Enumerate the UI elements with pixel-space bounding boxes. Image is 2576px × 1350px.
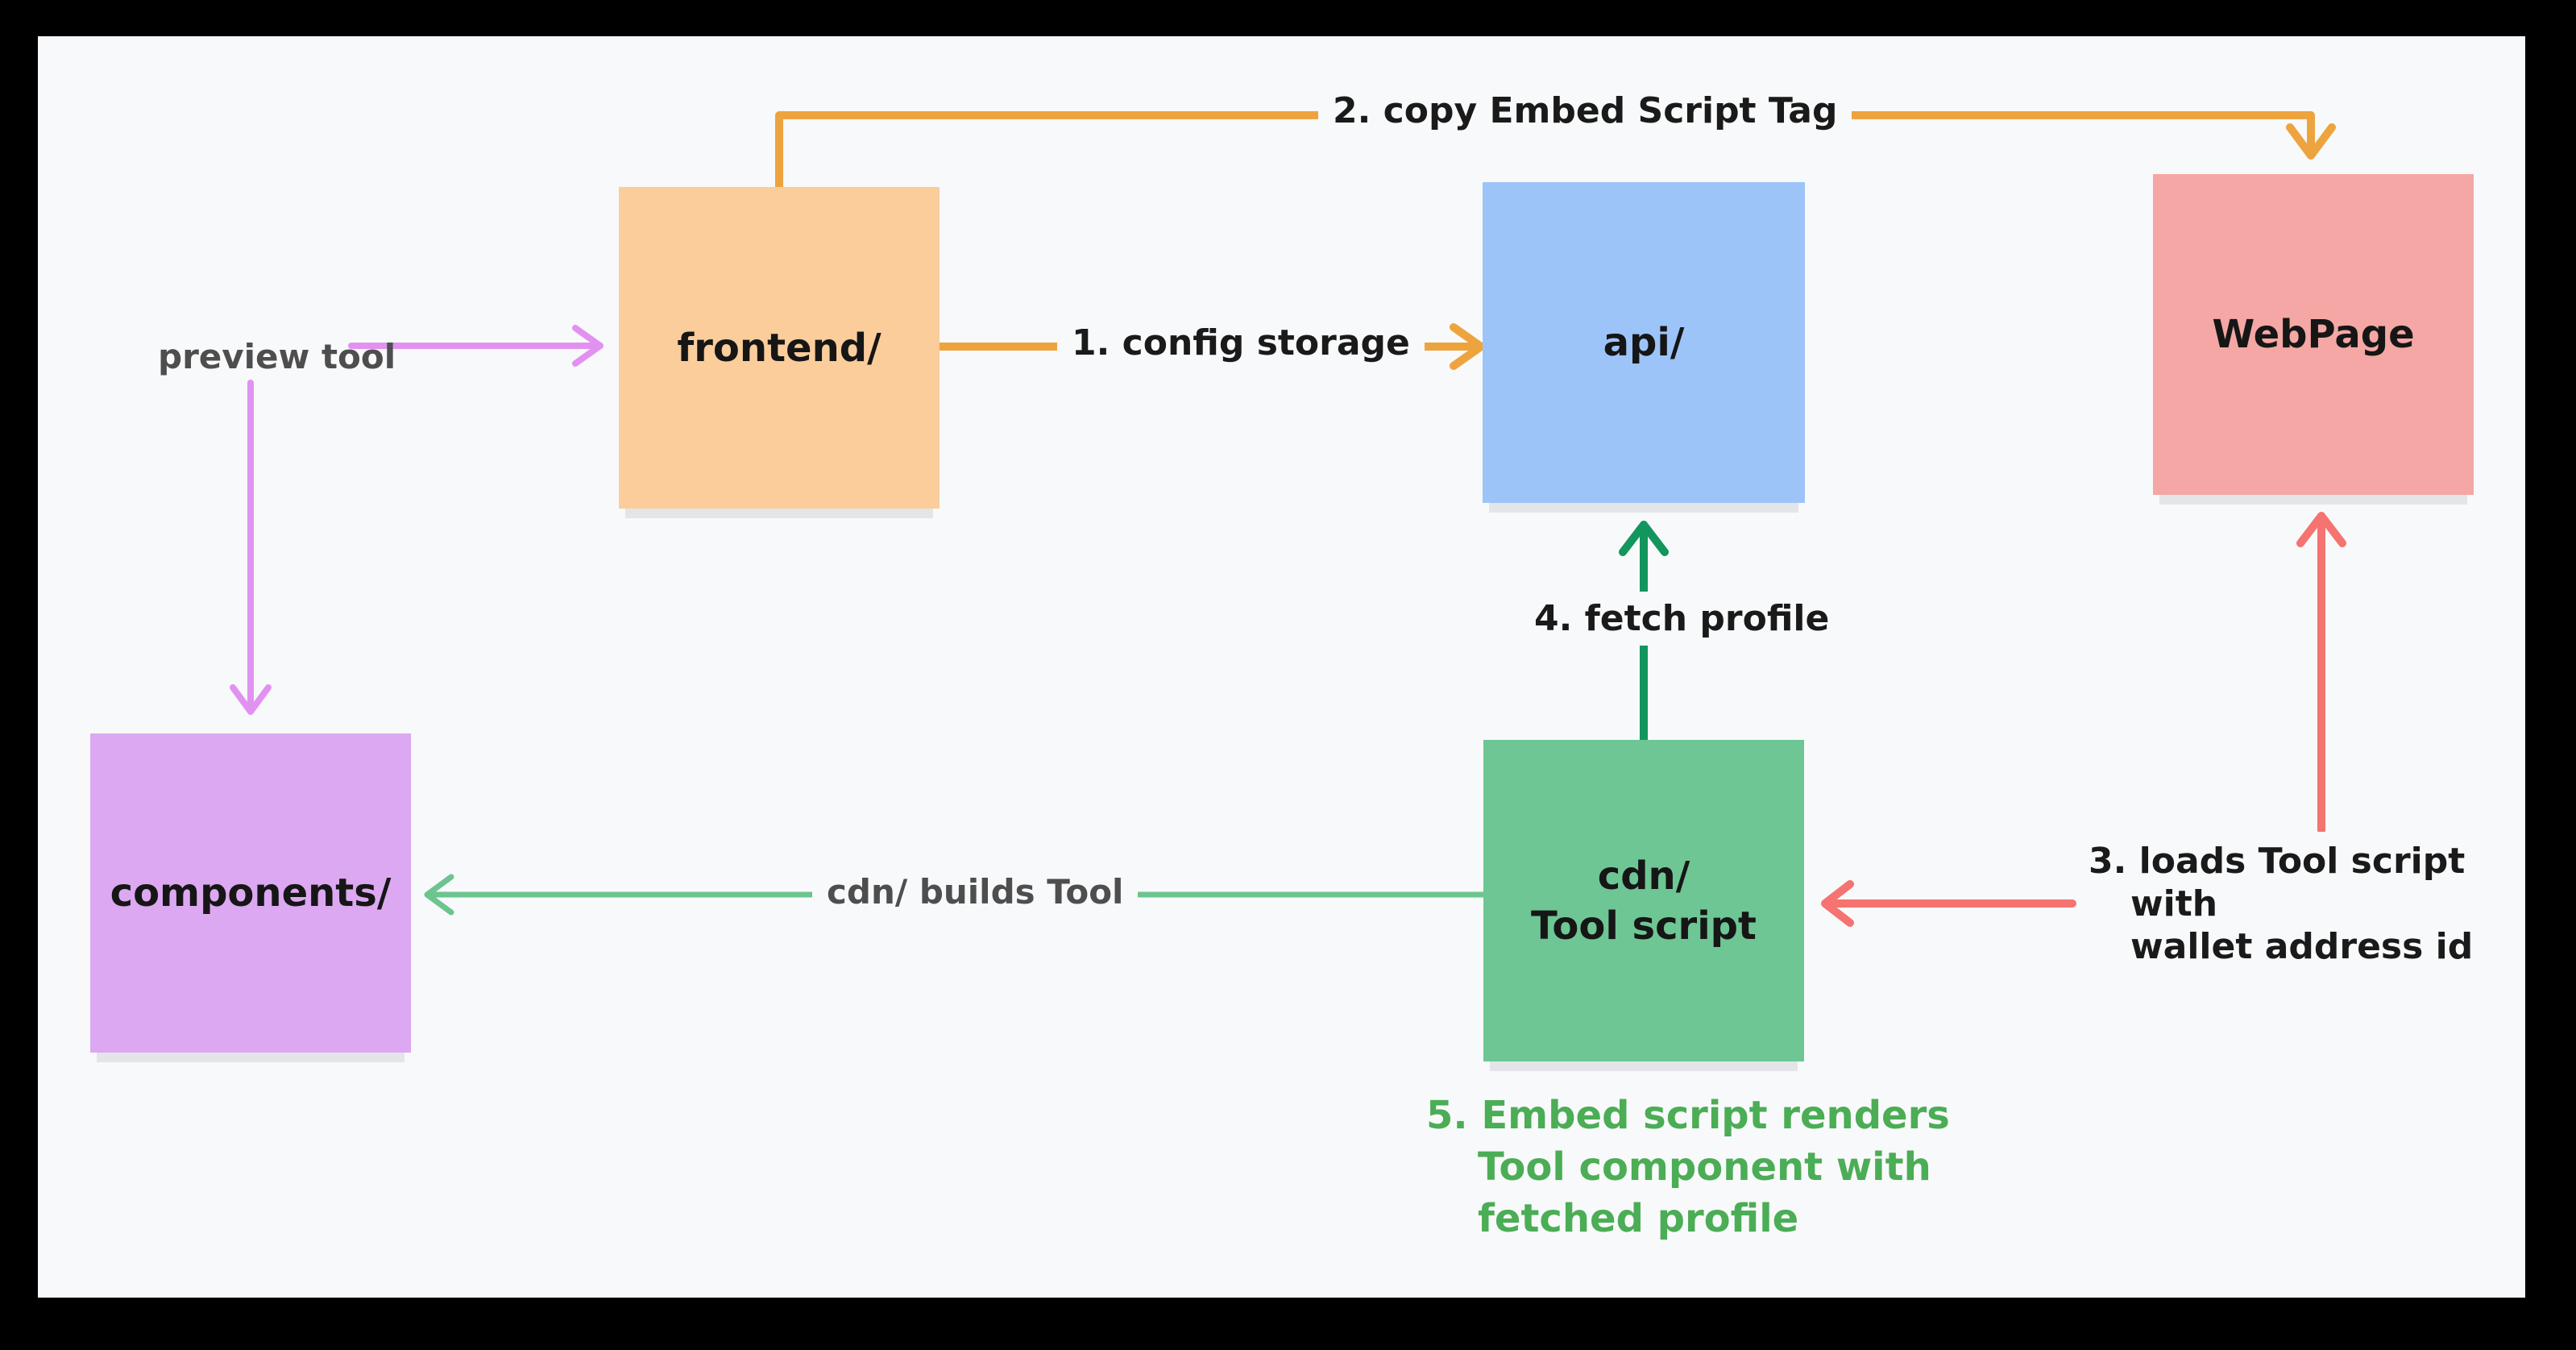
arrow-preview-to-frontend (348, 325, 604, 367)
node-frontend: frontend/ (619, 187, 940, 509)
diagram-canvas (38, 36, 2525, 1298)
note5-line3: fetched profile (1478, 1196, 1799, 1241)
node-webpage-label: WebPage (2212, 312, 2415, 357)
edge-label-config-storage: 1. config storage (1057, 316, 1425, 370)
arrow-loads-to-cdn (1821, 880, 2076, 927)
node-webpage: WebPage (2153, 174, 2474, 495)
node-components-label: components/ (110, 870, 392, 916)
note5-line1: 5. Embed script renders (1426, 1093, 1950, 1138)
loads-tool-line1: 3. loads Tool script (2089, 841, 2466, 882)
edge-label-copy-embed-script: 2. copy Embed Script Tag (1318, 84, 1852, 138)
edge-label-fetch-profile: 4. fetch profile (1520, 592, 1844, 646)
note5-line2: Tool component with (1478, 1144, 1931, 1190)
node-cdn-label-line2: Tool script (1531, 903, 1757, 949)
loads-tool-line3: wallet address id (2130, 926, 2474, 967)
arrow-preview-to-components (230, 380, 272, 715)
node-api-label: api/ (1603, 320, 1685, 365)
arrow-loads-to-webpage (2296, 512, 2346, 834)
note-embed-script-renders: 5. Embed script renders Tool component w… (1426, 1090, 1950, 1244)
edge-label-loads-tool-script: 3. loads Tool script with wallet address… (2089, 832, 2488, 982)
node-components: components/ (90, 733, 411, 1053)
node-cdn: cdn/ Tool script (1483, 740, 1804, 1061)
loads-tool-line2: with (2130, 883, 2218, 924)
node-frontend-label: frontend/ (677, 325, 881, 371)
node-api: api/ (1483, 182, 1805, 503)
edge-label-preview-tool: preview tool (158, 337, 396, 376)
edge-label-cdn-builds-tool: cdn/ builds Tool (812, 866, 1139, 918)
node-cdn-label-line1: cdn/ (1597, 853, 1690, 899)
